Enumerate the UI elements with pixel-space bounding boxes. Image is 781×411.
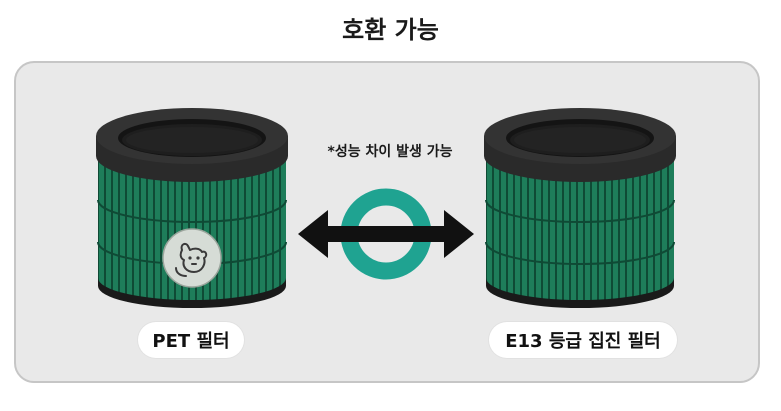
pet-filter-label: PET 필터 xyxy=(138,322,244,358)
performance-note: *성능 차이 발생 가능 xyxy=(327,144,453,160)
pet-dog-icon xyxy=(162,228,222,288)
double-arrow-icon xyxy=(298,188,474,280)
e13-filter-image xyxy=(484,108,676,308)
e13-filter-label: E13 등급 집진 필터 xyxy=(489,322,677,358)
page-title: 호환 가능 xyxy=(342,16,439,44)
